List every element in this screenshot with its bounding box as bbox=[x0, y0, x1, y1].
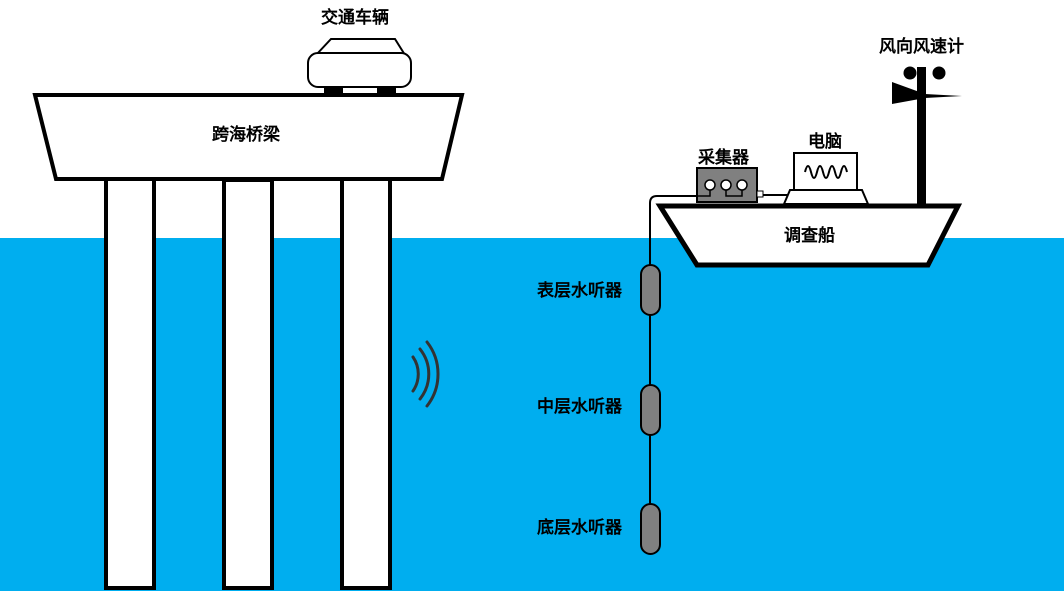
hydrophone-cable bbox=[649, 194, 792, 506]
bridge-pier-2 bbox=[222, 178, 274, 590]
bridge-label: 跨海桥梁 bbox=[212, 125, 280, 145]
collector-label: 采集器 bbox=[698, 148, 749, 168]
hydrophone-surface bbox=[640, 264, 661, 316]
bridge-pier-1 bbox=[104, 170, 156, 590]
computer-icon bbox=[782, 152, 870, 205]
anemometer-label: 风向风速计 bbox=[879, 37, 964, 57]
sound-waves-icon bbox=[411, 340, 440, 408]
hydrophone-surface-label: 表层水听器 bbox=[537, 281, 622, 301]
vehicle-icon bbox=[307, 38, 412, 97]
survey-ship bbox=[655, 203, 963, 268]
sea bbox=[0, 238, 1064, 591]
computer-label: 电脑 bbox=[808, 132, 842, 152]
bridge-deck bbox=[32, 93, 465, 181]
vehicle-label: 交通车辆 bbox=[321, 8, 389, 28]
bridge-pier-3 bbox=[340, 170, 392, 590]
anemometer-icon bbox=[892, 66, 962, 207]
hydrophone-middle bbox=[640, 384, 661, 436]
ship-label: 调查船 bbox=[784, 226, 835, 246]
hydrophone-middle-label: 中层水听器 bbox=[537, 397, 622, 417]
waveform-icon bbox=[804, 165, 848, 179]
hydrophone-bottom bbox=[640, 503, 661, 555]
data-collector bbox=[696, 167, 764, 203]
hydrophone-bottom-label: 底层水听器 bbox=[537, 518, 622, 538]
